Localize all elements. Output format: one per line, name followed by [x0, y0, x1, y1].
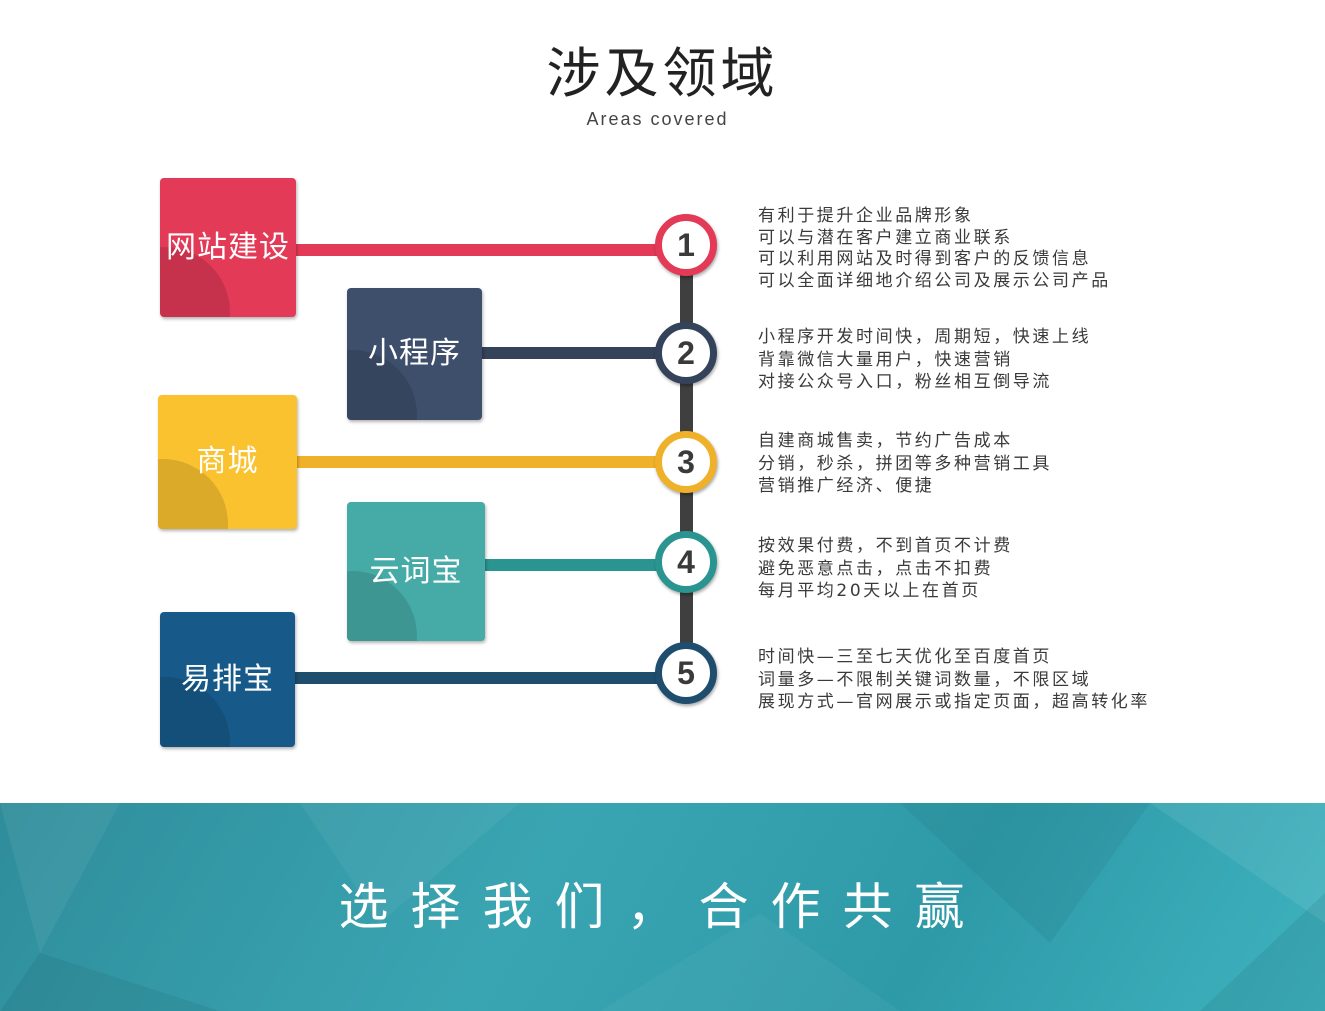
description-line: 自建商城售卖，节约广告成本 — [758, 431, 1013, 451]
category-label: 商城 — [196, 444, 259, 479]
page-subtitle: Areas covered — [586, 109, 729, 129]
category-box-website: 网站建设 — [160, 178, 296, 317]
description-line: 可以全面详细地介绍公司及展示公司产品 — [758, 270, 1111, 291]
step-badge-1: 1 — [655, 214, 717, 276]
description-line: 可以与潜在客户建立商业联系 — [758, 227, 1013, 248]
category-label: 小程序 — [368, 336, 461, 371]
description-5: 时间快—三至七天优化至百度首页 词量多—不限制关键词数量，不限区域 展现方式—官… — [758, 646, 1150, 714]
polygon-background — [0, 803, 1325, 1011]
slogan: 选择我们，合作共赢 — [338, 878, 987, 936]
step-badge-2: 2 — [655, 322, 717, 384]
description-4: 按效果付费，不到首页不计费 避免恶意点击，点击不扣费 每月平均20天以上在首页 — [758, 535, 1013, 603]
connector-2 — [478, 347, 668, 359]
step-badge-5: 5 — [655, 642, 717, 704]
step-badge-3: 3 — [655, 431, 717, 493]
description-1: 有利于提升企业品牌形象 可以与潜在客户建立商业联系 可以利用网站及时得到客户的反… — [758, 206, 1111, 292]
step-number: 3 — [677, 444, 695, 480]
category-label: 网站建设 — [166, 229, 290, 265]
description-line: 背靠微信大量用户，快速营销 — [758, 349, 1013, 370]
step-number: 4 — [677, 544, 695, 580]
connector-5 — [290, 672, 670, 684]
description-line: 可以利用网站及时得到客户的反馈信息 — [758, 249, 1092, 269]
step-number: 5 — [677, 655, 695, 691]
description-line: 小程序开发时间快，周期短，快速上线 — [758, 327, 1092, 347]
connector-1 — [290, 244, 670, 256]
category-box-miniprogram: 小程序 — [347, 288, 482, 420]
description-line: 分销，秒杀，拼团等多种营销工具 — [758, 453, 1052, 474]
category-label: 易排宝 — [181, 661, 274, 697]
category-label: 云词宝 — [369, 553, 463, 589]
description-3: 自建商城售卖，节约广告成本 分销，秒杀，拼团等多种营销工具 营销推广经济、便捷 — [758, 430, 1052, 498]
page-title: 涉及领域 — [546, 42, 779, 105]
category-box-yipai: 易排宝 — [160, 612, 295, 747]
connector-4 — [480, 559, 670, 571]
category-box-mall: 商城 — [158, 395, 297, 529]
description-line: 展现方式—官网展示或指定页面，超高转化率 — [758, 692, 1150, 712]
description-line: 每月平均20天以上在首页 — [758, 581, 981, 601]
description-line: 词量多—不限制关键词数量，不限区域 — [758, 669, 1092, 690]
category-box-yunci: 云词宝 — [347, 502, 485, 641]
description-line: 对接公众号入口，粉丝相互倒导流 — [758, 372, 1052, 392]
description-line: 有利于提升企业品牌形象 — [758, 206, 974, 226]
description-line: 避免恶意点击，点击不扣费 — [758, 558, 994, 579]
step-number: 1 — [677, 227, 695, 263]
connector-3 — [292, 456, 668, 468]
description-line: 营销推广经济、便捷 — [758, 476, 935, 496]
step-number: 2 — [677, 335, 695, 371]
description-line: 按效果付费，不到首页不计费 — [758, 536, 1013, 556]
footer-banner: 选择我们，合作共赢 — [0, 803, 1325, 1011]
step-badge-4: 4 — [655, 531, 717, 593]
description-2: 小程序开发时间快，周期短，快速上线 背靠微信大量用户，快速营销 对接公众号入口，… — [758, 326, 1091, 394]
description-line: 时间快—三至七天优化至百度首页 — [758, 647, 1052, 667]
